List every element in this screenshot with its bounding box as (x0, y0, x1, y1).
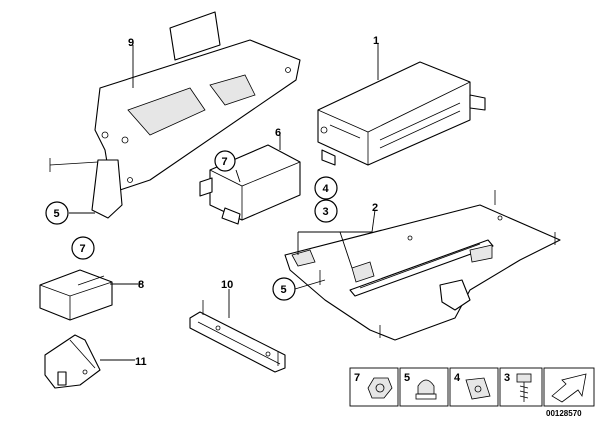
bracket-part-11[interactable] (44, 334, 101, 389)
callout-labels: 9 1 6 2 8 10 11 (128, 35, 379, 368)
legend-item-4[interactable]: 4 (449, 367, 499, 407)
legend-label-5: 5 (404, 372, 410, 384)
callout-1: 1 (373, 35, 379, 47)
callout-10: 10 (221, 279, 233, 291)
clip-nut-icon (465, 377, 491, 400)
callout-8: 8 (138, 279, 144, 291)
legend-label-4: 4 (454, 372, 461, 384)
circled-callout-7a: 7 (214, 150, 236, 172)
mounting-plate-part-2[interactable] (284, 190, 561, 341)
legend-arrow[interactable] (543, 367, 595, 407)
legend-label-3: 3 (504, 372, 510, 384)
callout-5-left: 5 (54, 208, 60, 220)
callout-7-left: 7 (80, 243, 86, 255)
circled-callout-5b: 5 (272, 277, 296, 301)
control-unit-part-1[interactable] (317, 61, 486, 166)
cap-nut-icon (417, 379, 435, 395)
legend-item-5[interactable]: 5 (399, 367, 449, 407)
circled-callout-4: 4 (314, 176, 338, 200)
bracket-part-9[interactable] (49, 11, 301, 219)
strip-part-10[interactable] (189, 300, 286, 373)
arrow-icon (551, 373, 587, 403)
module-part-6[interactable] (199, 144, 301, 225)
leader-lines (69, 44, 379, 361)
callout-4: 4 (323, 183, 330, 195)
legend-item-3[interactable]: 3 (499, 367, 543, 407)
callout-3: 3 (323, 206, 329, 218)
circled-callout-5a: 5 (45, 201, 69, 225)
screw-icon (516, 373, 532, 383)
callout-9: 9 (128, 37, 134, 49)
callout-2: 2 (372, 202, 378, 214)
callout-5-right: 5 (281, 284, 287, 296)
callout-7-top: 7 (222, 156, 228, 168)
circled-callout-7b: 7 (71, 236, 95, 260)
module-part-8[interactable] (39, 269, 113, 321)
callout-6: 6 (275, 127, 281, 139)
circled-callout-3: 3 (314, 199, 338, 223)
legend-label-7: 7 (354, 372, 360, 384)
callout-11: 11 (135, 356, 147, 368)
document-number: 00128570 (546, 409, 582, 418)
hardware-legend: 7 5 4 3 (349, 367, 595, 418)
nut-icon (367, 377, 393, 399)
legend-item-7[interactable]: 7 (349, 367, 399, 407)
